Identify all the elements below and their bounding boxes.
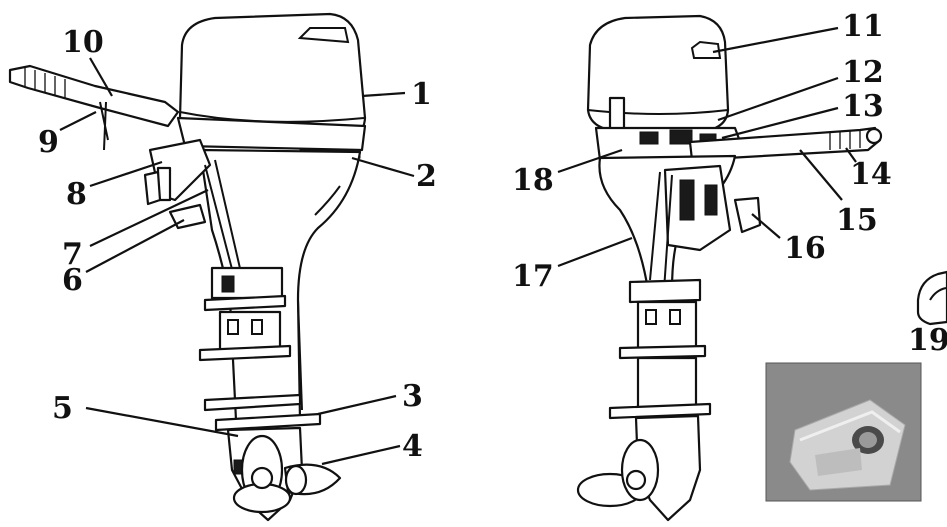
fuel-tank-icon bbox=[916, 270, 947, 326]
callout-5: 5 bbox=[52, 391, 73, 426]
callout-11: 11 bbox=[842, 9, 884, 44]
right-motor bbox=[576, 14, 883, 522]
left-motor bbox=[8, 12, 367, 522]
callout-13: 13 bbox=[842, 89, 884, 124]
callout-17: 17 bbox=[512, 259, 554, 294]
propeller-left bbox=[232, 434, 292, 514]
propeller-right bbox=[576, 438, 660, 508]
callout-19: 19 bbox=[908, 323, 947, 358]
callout-labels: 1 2 3 4 5 6 7 8 9 10 11 12 13 14 15 16 1… bbox=[38, 9, 947, 464]
callout-6: 6 bbox=[62, 263, 83, 298]
callout-18: 18 bbox=[512, 163, 554, 198]
callout-12: 12 bbox=[842, 55, 884, 90]
callout-16: 16 bbox=[784, 231, 826, 266]
callout-7: 7 bbox=[62, 237, 83, 272]
callout-4: 4 bbox=[402, 429, 423, 464]
callout-3: 3 bbox=[402, 379, 423, 414]
callout-2: 2 bbox=[416, 159, 437, 194]
callout-1: 1 bbox=[411, 77, 432, 112]
callout-10: 10 bbox=[62, 25, 104, 60]
callout-8: 8 bbox=[66, 177, 87, 212]
callout-14: 14 bbox=[850, 157, 892, 192]
fuel-tank-photo bbox=[765, 362, 922, 502]
tiller-handle-left bbox=[8, 64, 180, 151]
callout-15: 15 bbox=[836, 203, 878, 238]
callout-9: 9 bbox=[38, 125, 59, 160]
leader-lines bbox=[59, 26, 857, 466]
